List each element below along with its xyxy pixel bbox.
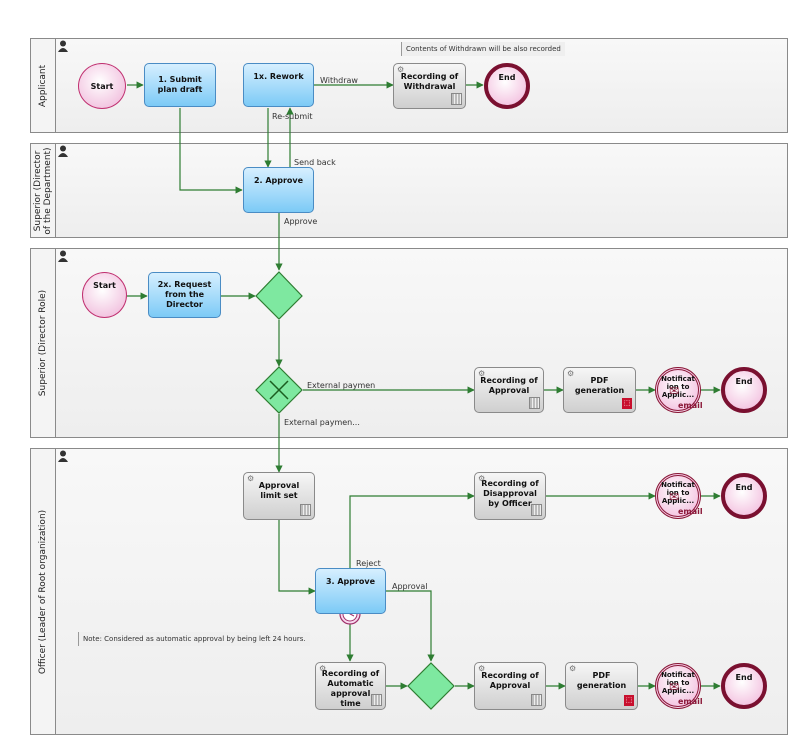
person-icon (58, 250, 68, 262)
task-recording-approval[interactable]: ⚙ Recording of Approval (474, 662, 546, 710)
task-label: Recording of Approval (481, 671, 539, 690)
task-request-from-director[interactable]: 2x. Request from the Director (148, 272, 221, 318)
merge-gateway (407, 662, 455, 710)
parallel-gateway (255, 271, 303, 320)
envelope-icon: ✉ (669, 384, 680, 398)
notification-event[interactable]: Notificat ion to Applic... ✉ email (655, 663, 703, 709)
flow-label-reject: Reject (356, 559, 381, 568)
flow-reject (349, 492, 475, 568)
flow-label-send-back: Send back (294, 158, 336, 167)
task-approve-2[interactable]: 2. Approve (243, 167, 314, 213)
calculator-icon (300, 504, 311, 516)
annotation-note: Note: Considered as automatic approval b… (78, 632, 310, 646)
start-event[interactable]: Start (78, 63, 126, 109)
task-recording-approval[interactable]: ⚙ Recording of Approval (474, 367, 544, 413)
exclusive-gateway (255, 366, 303, 414)
pdf-icon: ⬚ (624, 695, 634, 706)
flow-label-approval: Approval (392, 582, 428, 591)
start-event[interactable]: Start (82, 272, 127, 318)
task-label: PDF generation (574, 376, 625, 395)
gear-icon: ⚙ (478, 664, 486, 673)
end-event[interactable]: End (484, 63, 530, 109)
lane-label: Applicant (31, 39, 56, 132)
task-label: Recording of Disapproval by Officer (481, 479, 539, 508)
calculator-icon (529, 397, 540, 409)
calculator-icon (531, 694, 542, 706)
flow-label-resubmit: Re-submit (272, 112, 313, 121)
task-approval-limit-set[interactable]: ⚙ Approval limit set (243, 472, 315, 520)
task-label: Recording of Automatic approval time (321, 669, 380, 708)
end-event[interactable]: End (721, 473, 767, 519)
task-rework[interactable]: 1x. Rework (243, 63, 314, 107)
envelope-icon: ✉ (669, 490, 680, 504)
gear-icon: ⚙ (247, 474, 255, 483)
notification-label: Notificat ion to Applic... (661, 481, 695, 505)
lane-director-department: Superior (Director of the Department) (30, 143, 788, 238)
end-event[interactable]: End (721, 663, 767, 709)
person-icon (58, 40, 68, 52)
task-pdf-generation[interactable]: ⚙ PDF generation ⬚ (565, 662, 638, 710)
end-event[interactable]: End (721, 367, 767, 413)
lane-label: Superior (Director of the Department) (31, 144, 56, 237)
gear-icon: ⚙ (397, 65, 405, 74)
gear-icon: ⚙ (319, 664, 327, 673)
flow-label-approve: Approve (284, 217, 318, 226)
notification-event[interactable]: Notificat ion to Applic... ✉ email (655, 367, 703, 413)
notification-label: Notificat ion to Applic... (661, 671, 695, 695)
email-label: email (678, 401, 703, 410)
task-pdf-generation[interactable]: ⚙ PDF generation ⬚ (563, 367, 636, 413)
lane-label: Officer (Leader of Root organization) (31, 449, 56, 734)
task-approve-3[interactable]: 3. Approve (315, 568, 386, 614)
pdf-icon: ⬚ (622, 398, 632, 409)
lane-label: Superior (Director Role) (31, 249, 56, 437)
task-label: PDF generation (576, 671, 627, 690)
flow-submit-approve (179, 108, 243, 194)
flow-label-withdraw: Withdraw (320, 76, 358, 85)
calculator-icon (371, 694, 382, 706)
annotation-note: Contents of Withdrawn will be also recor… (401, 42, 565, 56)
task-recording-withdrawal[interactable]: ⚙ Recording of Withdrawal (393, 63, 466, 109)
email-label: email (678, 697, 703, 706)
flow-label-external-payment: External paymen (307, 381, 376, 390)
gear-icon: ⚙ (569, 664, 577, 673)
gear-icon: ⚙ (478, 474, 486, 483)
flow-label-external-payment: External paymen... (284, 418, 360, 427)
gear-icon: ⚙ (478, 369, 486, 378)
task-submit-plan-draft[interactable]: 1. Submit plan draft (144, 63, 216, 107)
flow-approval (386, 590, 435, 662)
task-label: Approval limit set (258, 481, 300, 500)
calculator-icon (531, 504, 542, 516)
calculator-icon (451, 93, 462, 105)
gear-icon: ⚙ (567, 369, 575, 378)
person-icon (58, 145, 68, 157)
notification-label: Notificat ion to Applic... (661, 375, 695, 399)
email-label: email (678, 507, 703, 516)
flow-limit-approve3 (278, 520, 316, 595)
task-recording-automatic-approval[interactable]: ⚙ Recording of Automatic approval time (315, 662, 386, 710)
notification-event[interactable]: Notificat ion to Applic... ✉ email (655, 473, 703, 519)
envelope-icon: ✉ (669, 680, 680, 694)
task-recording-disapproval[interactable]: ⚙ Recording of Disapproval by Officer (474, 472, 546, 520)
task-label: Recording of Approval (480, 376, 538, 395)
person-icon (58, 450, 68, 462)
task-label: Recording of Withdrawal (400, 72, 459, 91)
